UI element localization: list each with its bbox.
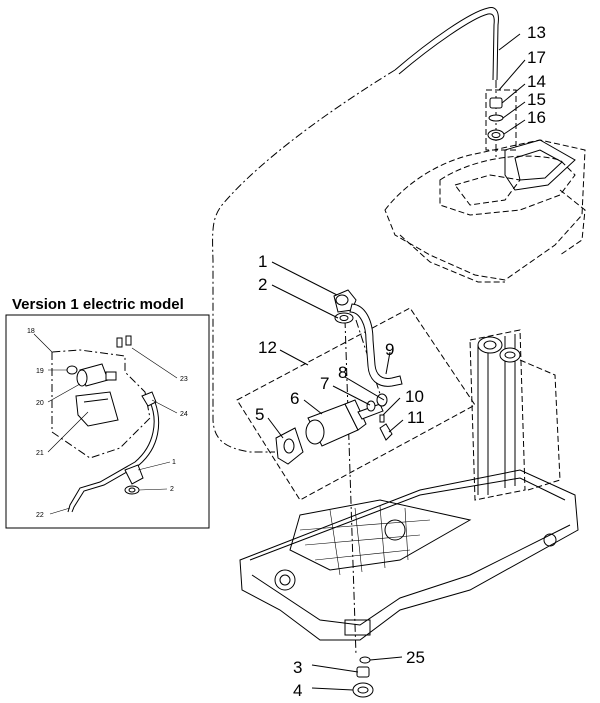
inset-label-24: 24: [180, 411, 188, 418]
callout-10: 10: [405, 387, 424, 406]
small-fittings: [366, 393, 393, 441]
handle-upright: [469, 329, 561, 501]
tank-cover: [384, 139, 586, 283]
inset-label-18: 18: [27, 328, 35, 335]
inset-label-20: 20: [36, 400, 44, 407]
inset-label-21: 21: [36, 450, 44, 457]
callout-4: 4: [293, 681, 302, 700]
hose-9: [349, 303, 403, 387]
callout-8: 8: [338, 363, 347, 382]
callout-1: 1: [258, 252, 267, 271]
callout-16: 16: [527, 108, 546, 127]
bottom-fasteners: [352, 656, 374, 698]
inset-label-22: 22: [36, 512, 44, 519]
callout-11: 11: [407, 408, 425, 427]
callout-13: 13: [527, 23, 546, 42]
centerline: [344, 319, 357, 656]
callout-5: 5: [255, 405, 264, 424]
callout-14: 14: [527, 72, 546, 91]
leader-lines: [267, 33, 526, 691]
callout-6: 6: [290, 389, 299, 408]
fitting-stack: [485, 80, 517, 160]
callout-12: 12: [258, 338, 277, 357]
callout-9: 9: [385, 340, 394, 359]
inset-label-2: 2: [170, 486, 174, 493]
callout-17: 17: [527, 48, 546, 67]
pump-6: [305, 399, 384, 447]
callout-7: 7: [320, 374, 329, 393]
inset-label-19: 19: [36, 368, 44, 375]
inset-label-23: 23: [180, 376, 188, 383]
inset-frame: [5, 314, 210, 529]
base-chassis: [239, 469, 579, 641]
elbow-fitting-1: [333, 289, 357, 324]
callout-3: 3: [293, 658, 302, 677]
inset-label-1: 1: [172, 459, 176, 466]
inset-panel: Version 1 electric model: [5, 296, 210, 529]
inset-title: Version 1 electric model: [12, 296, 184, 313]
callout-25: 25: [406, 648, 425, 667]
callout-2: 2: [258, 275, 267, 294]
centerline-2: [355, 319, 383, 401]
callout-15: 15: [527, 90, 546, 109]
tube-13: [212, 7, 499, 453]
pump-assembly-outline: [236, 307, 476, 501]
